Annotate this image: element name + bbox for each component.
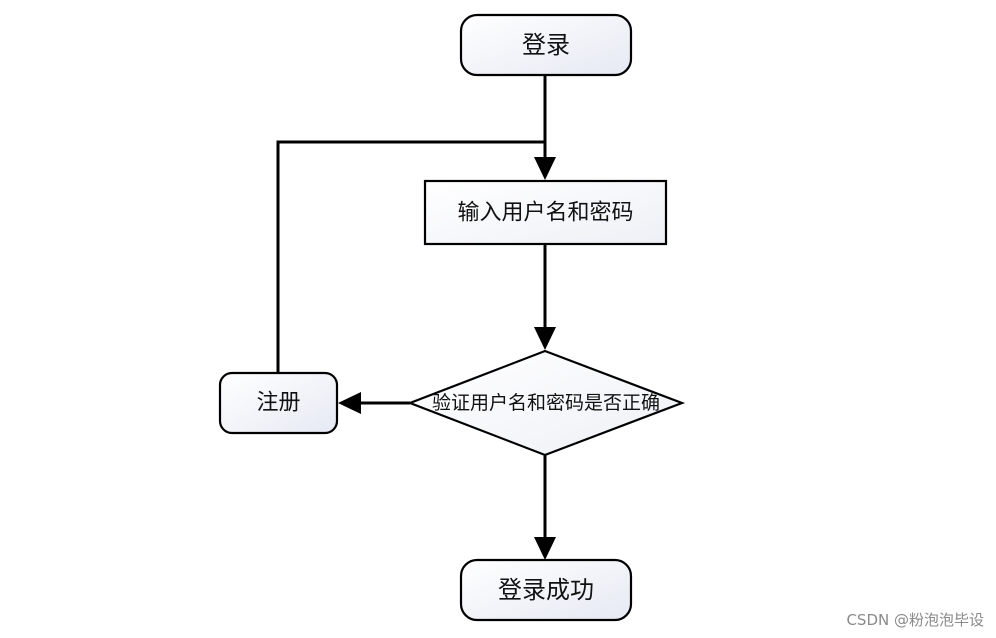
- node-login: 登录: [459, 13, 633, 77]
- node-input-credentials-label: 输入用户名和密码: [457, 201, 633, 226]
- node-login-label: 登录: [522, 31, 570, 59]
- connector-login-to-input: [534, 76, 556, 180]
- watermark: CSDN @粉泡泡毕设: [846, 611, 984, 629]
- node-input-credentials: 输入用户名和密码: [423, 179, 668, 246]
- node-login-success-label: 登录成功: [498, 576, 594, 604]
- node-register: 注册: [218, 371, 339, 435]
- connector-input-to-verify: [534, 245, 556, 350]
- node-register-label: 注册: [256, 391, 300, 416]
- node-verify-decision-label: 验证用户名和密码是否正确: [432, 392, 660, 414]
- connector-verify-to-success: [534, 455, 556, 560]
- connector-register-loop: [276, 140, 545, 372]
- connector-verify-to-register: [338, 392, 410, 414]
- node-login-success: 登录成功: [459, 558, 633, 622]
- node-verify-decision: 验证用户名和密码是否正确: [406, 349, 686, 457]
